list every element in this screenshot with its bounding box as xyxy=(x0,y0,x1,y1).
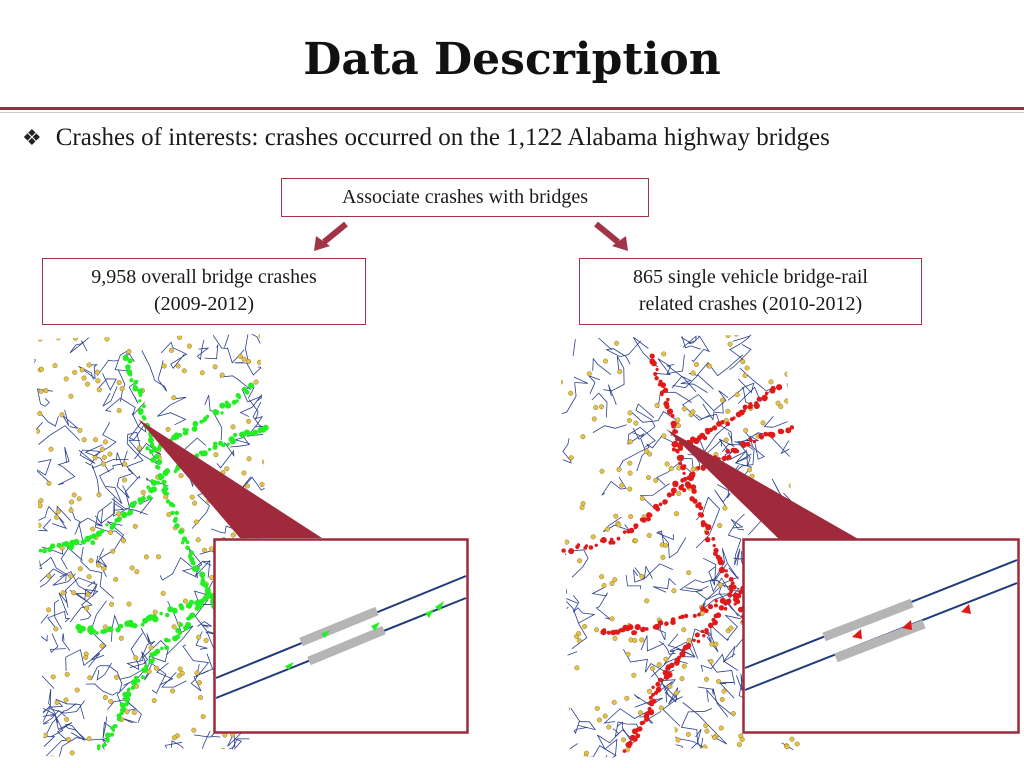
right-zoom-inset xyxy=(742,538,1020,734)
bullet-point: ❖ Crashes of interests: crashes occurred… xyxy=(22,124,830,152)
associate-crashes-box: Associate crashes with bridges xyxy=(281,178,649,217)
associate-crashes-label: Associate crashes with bridges xyxy=(341,186,589,208)
diamond-bullet-icon: ❖ xyxy=(22,125,42,150)
overall-crashes-box: 9,958 overall bridge crashes (2009-2012) xyxy=(42,258,366,325)
title-divider-shadow xyxy=(0,112,1024,113)
left-callout-wedge xyxy=(138,419,322,538)
flow-arrows xyxy=(314,221,628,251)
slide-title: Data Description xyxy=(303,34,721,85)
red-crash-marker-icons xyxy=(852,604,971,639)
overall-crashes-line1: 9,958 overall bridge crashes xyxy=(91,266,317,288)
rail-crashes-line2: related crashes (2010-2012) xyxy=(638,293,863,315)
green-crash-marker-icons xyxy=(285,601,444,670)
bullet-text: Crashes of interests: crashes occurred o… xyxy=(55,124,830,151)
right-arrow-icon xyxy=(594,221,628,251)
left-zoom-inset xyxy=(213,538,469,734)
overall-crashes-line2: (2009-2012) xyxy=(154,293,254,315)
left-arrow-icon xyxy=(314,221,348,251)
rail-crashes-box: 865 single vehicle bridge-rail related c… xyxy=(579,258,922,325)
rail-crashes-line1: 865 single vehicle bridge-rail xyxy=(633,266,868,288)
title-divider xyxy=(0,107,1024,110)
right-callout-wedge xyxy=(666,429,860,540)
